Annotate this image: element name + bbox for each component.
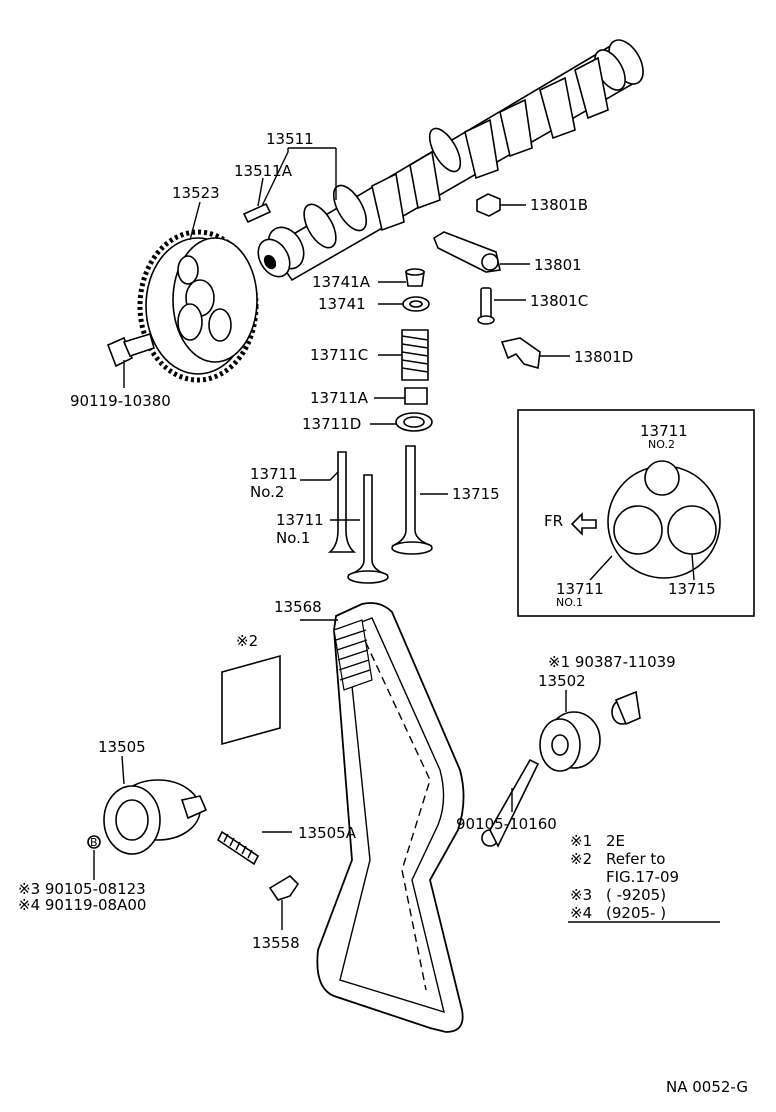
valve-lock — [404, 387, 428, 405]
belt-reference-sheet — [221, 654, 281, 746]
label-note2-marker: ※2 — [236, 632, 258, 650]
label-valve-no2-tag: No.2 — [250, 483, 284, 501]
label-camshaft-pin: 13511A — [234, 162, 293, 180]
tension-spring — [216, 830, 260, 866]
label-idler-spacer: ※1 90387-11039 — [548, 653, 676, 671]
adjust-screw — [477, 287, 495, 325]
valve-no2 — [327, 451, 357, 553]
idler-pulley — [539, 711, 601, 772]
valve-no1 — [347, 474, 389, 584]
label-spring-seat: 13741 — [318, 295, 366, 313]
label-pulley-bolt: 90119-10380 — [70, 392, 171, 410]
note-1-mark: ※1 — [570, 832, 592, 850]
note-4-text: ( -9205) — [606, 886, 666, 904]
label-tensioner-bolt3: ※3 90105-08123 — [18, 880, 146, 898]
label-adjusting-shim: 13801B — [530, 196, 588, 214]
inset-right-num: 13715 — [668, 580, 716, 598]
label-tensioner: 13505 — [98, 738, 146, 756]
label-rocker-arm: 13801 — [534, 256, 582, 274]
inset-top-tag: NO.2 — [648, 438, 675, 451]
label-tensioner-bolt4: ※4 90119-08A00 — [18, 896, 146, 914]
camshaft-pin — [242, 202, 272, 224]
rocker-clip — [500, 337, 541, 370]
exhaust-valve — [391, 445, 433, 555]
inset-left-num: 13711 — [556, 580, 604, 598]
label-valve-no1-num: 13711 — [276, 511, 324, 529]
inset-left-tag: NO.1 — [556, 596, 583, 609]
label-camshaft: 13511 — [266, 130, 314, 148]
label-valve-seal: 13711D — [302, 415, 361, 433]
retainer — [405, 268, 425, 287]
inset-labels: 13711 NO.2 FR 13711 NO.1 13715 — [544, 422, 716, 609]
label-timing-pulley: 13523 — [172, 184, 220, 202]
spring-seat — [402, 296, 430, 312]
label-timing-belt: 13568 — [274, 598, 322, 616]
note-5-text: (9205- ) — [606, 904, 666, 922]
notes-legend: ※1 2E ※2 Refer to FIG.17-09 ※3 ( -9205) … — [570, 832, 679, 922]
note-5-mark: ※4 — [570, 904, 592, 922]
valve-layout-inset — [517, 409, 755, 617]
leader-lines — [93, 147, 720, 930]
part-labels: 13511 13511A 13523 90119-10380 13801B 13… — [18, 130, 676, 952]
label-tensioner-mark: B — [90, 836, 98, 849]
label-valve-no2-num: 13711 — [250, 465, 298, 483]
note-1-text: 2E — [606, 832, 625, 850]
label-spring-bracket: 13558 — [252, 934, 300, 952]
inset-top-num: 13711 — [640, 422, 688, 440]
label-idler-bolt: 90105-10160 — [456, 815, 557, 833]
idler-bolt — [481, 758, 540, 848]
label-idler-pulley: 13502 — [538, 672, 586, 690]
label-tension-spring: 13505A — [298, 824, 357, 842]
timing-belt — [316, 602, 465, 1033]
spring-bracket — [268, 874, 300, 901]
inset-fr: FR — [544, 512, 563, 530]
camshaft — [257, 39, 644, 282]
label-retainer: 13741A — [312, 273, 371, 291]
note-3-text: FIG.17-09 — [606, 868, 679, 886]
label-valve-spring: 13711C — [310, 346, 368, 364]
footer-code: NA 0052-G — [666, 1078, 748, 1096]
label-valve-no1-tag: No.1 — [276, 529, 310, 547]
adjusting-shim — [476, 193, 501, 217]
label-rocker-clip: 13801D — [574, 348, 633, 366]
tensioner — [87, 779, 208, 855]
valve-seal — [395, 412, 433, 432]
label-valve-lock: 13711A — [310, 389, 369, 407]
pulley-bolt — [106, 332, 155, 368]
idler-spacer — [611, 690, 641, 726]
label-adjust-screw: 13801C — [530, 292, 588, 310]
rocker-arm — [433, 231, 501, 273]
note-2-mark: ※2 — [570, 850, 592, 868]
label-exhaust-valve: 13715 — [452, 485, 500, 503]
note-2-text: Refer to — [606, 850, 665, 868]
valve-spring — [401, 329, 429, 381]
timing-pulley — [137, 229, 259, 383]
note-4-mark: ※3 — [570, 886, 592, 904]
